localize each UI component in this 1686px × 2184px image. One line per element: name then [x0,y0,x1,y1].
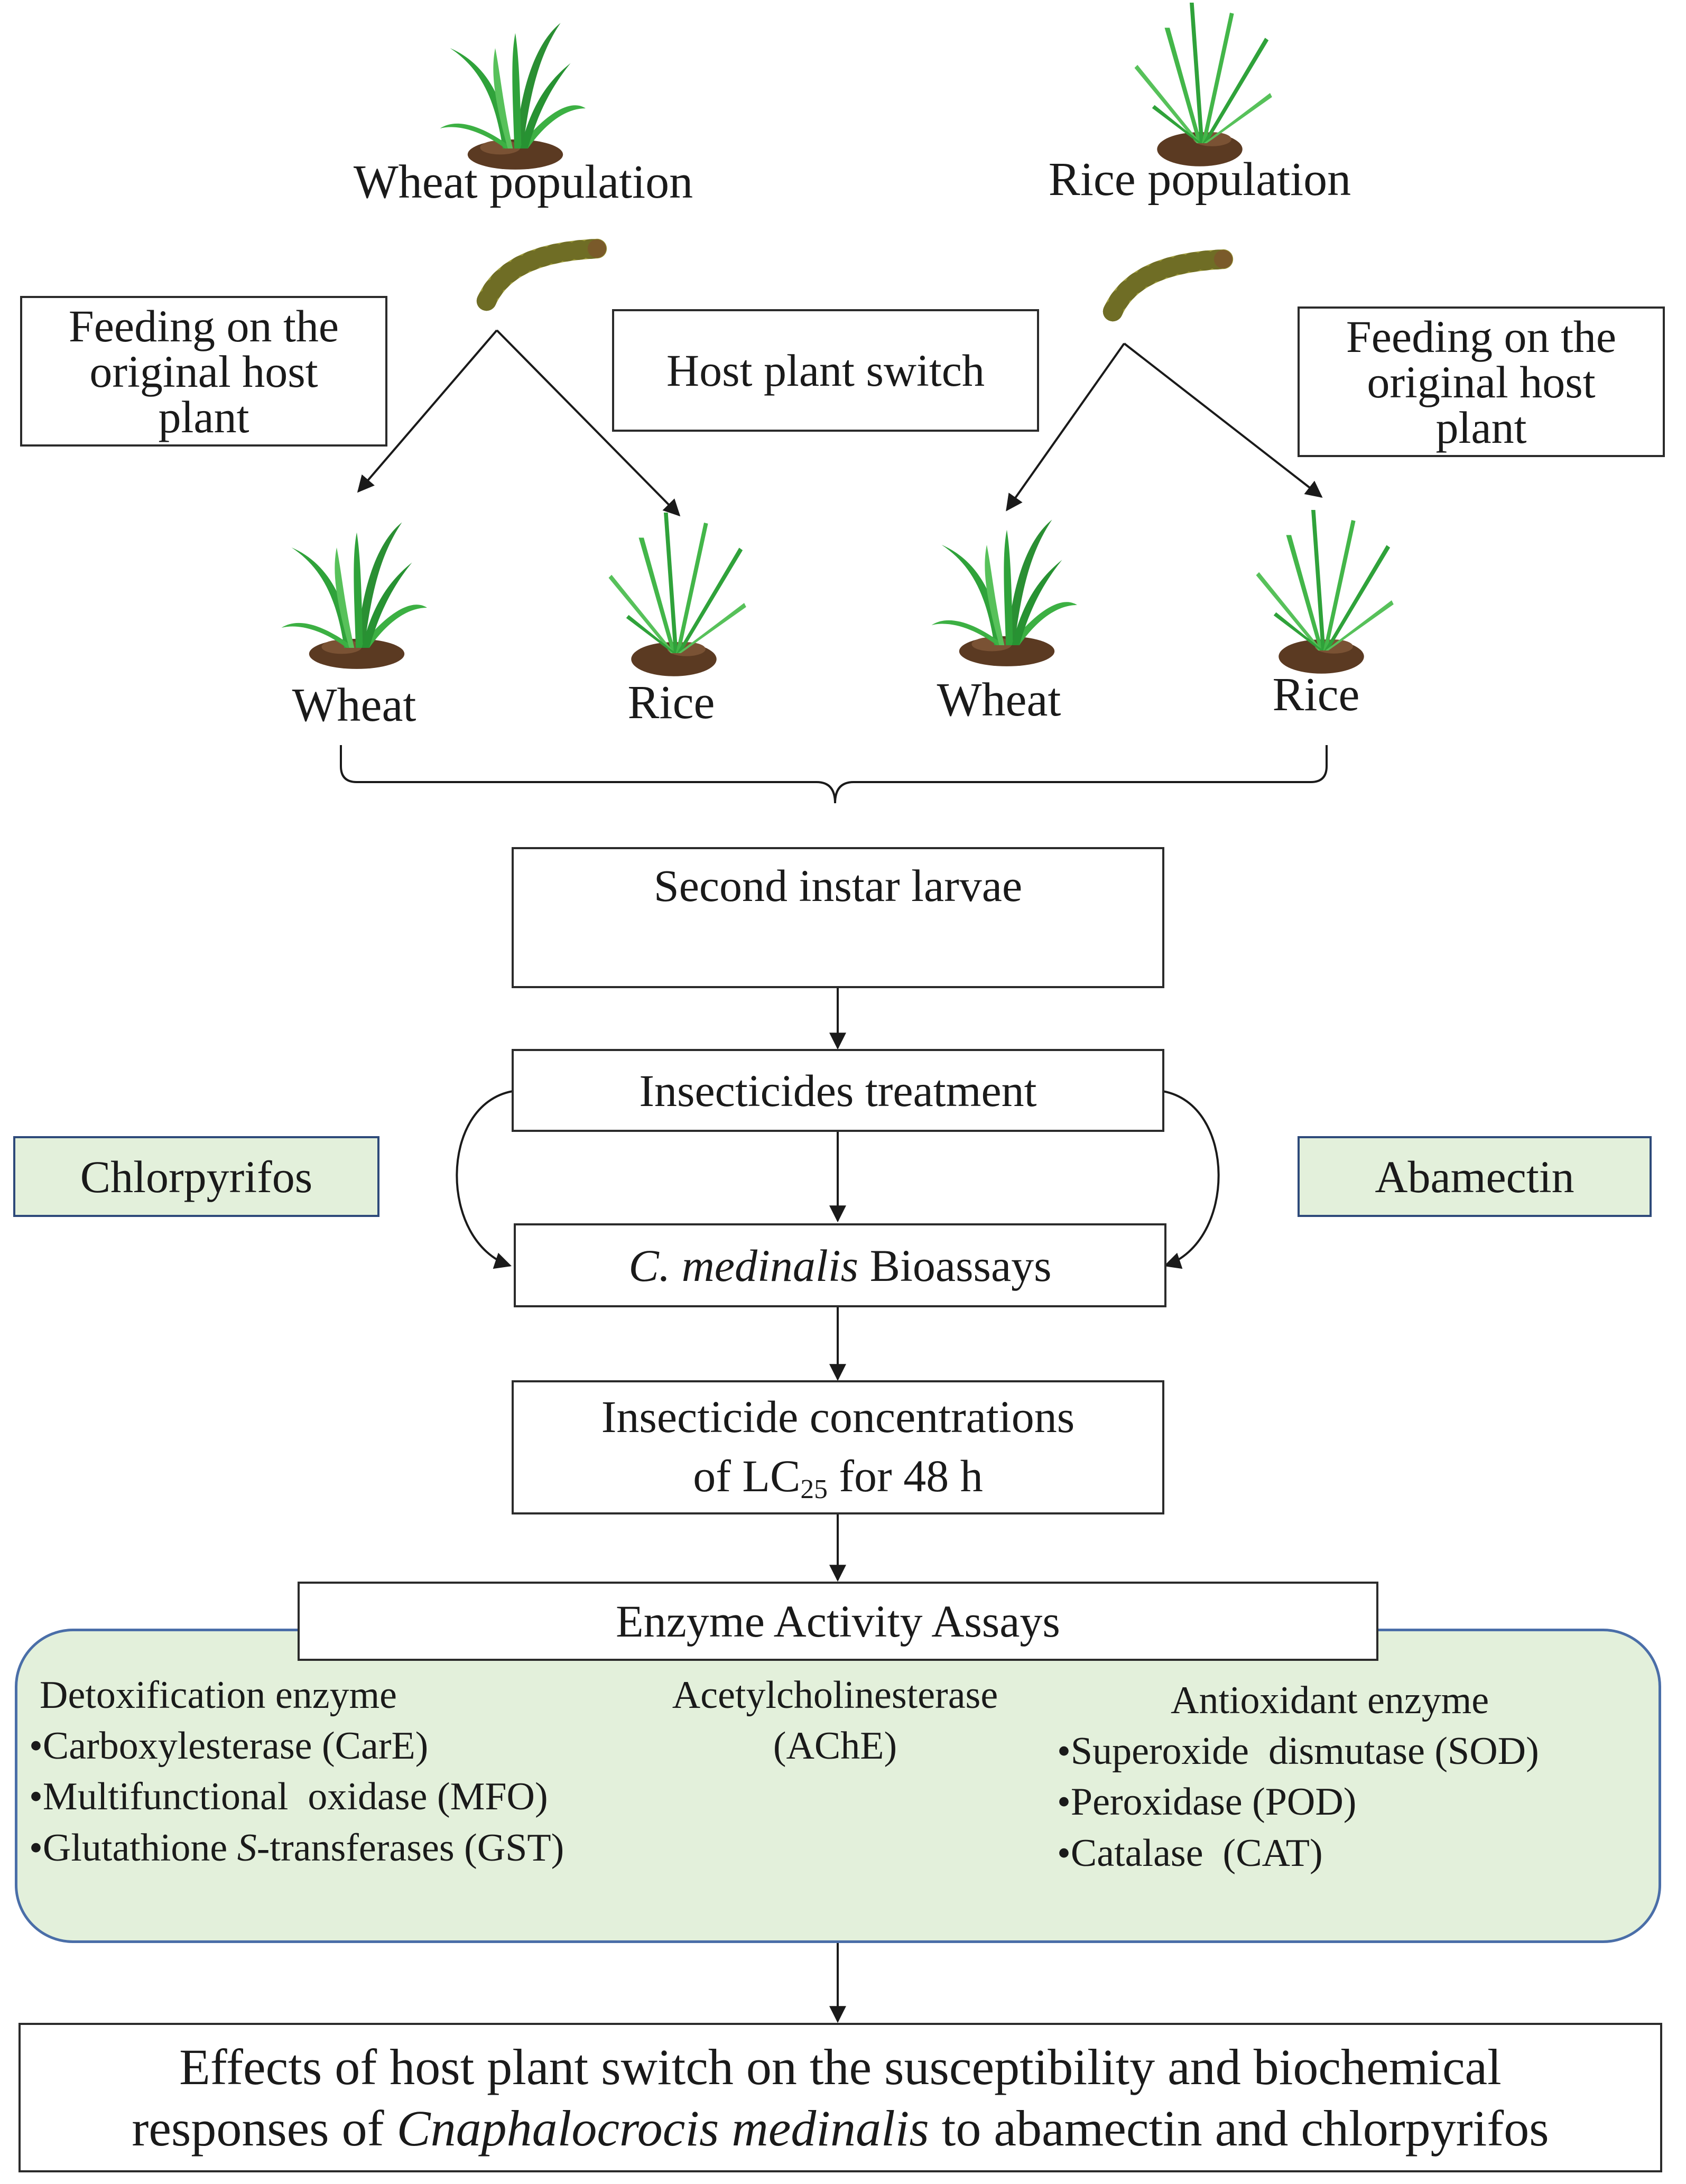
curved-arrow [1162,1090,1220,1269]
larva-icon [1113,250,1233,312]
curved-arrow [456,1090,513,1269]
concentration-line: of LC25 for 48 h [693,1447,983,1507]
enzyme-item: •Glutathione S-transferases (GST) [29,1823,564,1873]
plant-label-rice: Rice [627,676,715,729]
duration-text: for 48 h [827,1450,983,1501]
conclusion-box: Effects of host plant switch on the susc… [18,2023,1662,2172]
enzyme-item: •Multifunctional oxidase (MFO) [29,1775,548,1819]
arrow-line [496,329,681,517]
concentration-line: Insecticide concentrations [601,1391,1075,1443]
chlorpyrifos-box: Chlorpyrifos [13,1136,379,1217]
box-line: plant [1435,402,1527,453]
wheat-plant-icon [931,519,1077,666]
enzyme-item: •Superoxide dismutase (SOD) [1057,1730,1539,1773]
arrow-line [1006,342,1125,512]
enzyme-panel [15,1629,1661,1943]
box-line: original host [89,346,318,397]
box-line: plant [158,391,249,442]
wheat-population-plant-icon [440,23,586,170]
rice-population-label: Rice population [1048,153,1351,206]
feeding-original-host-left-box: Feeding on the original host plant [20,296,387,447]
arrow-line [1123,342,1323,498]
insecticide-concentration-box: Insecticide concentrations of LC25 for 4… [512,1380,1164,1514]
enzyme-item: •Catalase (CAT) [1057,1831,1323,1875]
abamectin-box: Abamectin [1298,1136,1652,1217]
larva-icon [487,239,607,301]
box-line: original host [1367,356,1596,407]
detox-enzyme-column: Detoxification enzyme •Carboxylesterase … [29,1670,564,1873]
ache-abbr: (AChE) [773,1724,897,1768]
plant-label-wheat: Wheat [937,674,1061,726]
insecticides-treatment-box: Insecticides treatment [512,1049,1164,1132]
box-title: Second instar larvae [653,860,1023,911]
detox-enzyme-title: Detoxification enzyme [40,1674,397,1717]
species-name: C. medinalis [628,1240,859,1291]
species-full-name: Cnaphalocrocis medinalis [396,2099,929,2157]
second-instar-larvae-box: Second instar larvae [512,847,1164,988]
lc-subscript: 25 [800,1474,828,1504]
bioassay-text: Bioassays [858,1240,1052,1291]
enzyme-item: •Peroxidase (POD) [1057,1780,1357,1824]
plant-label-rice: Rice [1272,668,1360,721]
box-line: Feeding on the [68,300,339,351]
bioassays-box: C. medinalis Bioassays [514,1223,1166,1307]
box-line: Feeding on the [1346,311,1617,362]
conclusion-line: responses of Cnaphalocrocis medinalis to… [132,2098,1549,2159]
plant-label-wheat: Wheat [292,679,416,731]
gst-suffix: -transferases (GST) [256,1826,564,1870]
wheat-plant-icon [281,522,427,669]
wheat-population-label: Wheat population [353,156,693,208]
antioxidant-enzyme-column: Antioxidant enzyme •Superoxide dismutase… [1057,1675,1539,1879]
gst-italic: S [237,1826,257,1870]
antioxidant-enzyme-title: Antioxidant enzyme [1171,1679,1489,1722]
host-plant-switch-box: Host plant switch [612,309,1039,432]
ache-title: Acetylcholinesterase [672,1674,998,1717]
rice-population-plant-icon [1134,2,1272,166]
lc-prefix: of LC [693,1450,801,1501]
arrow-line [357,329,498,493]
rice-plant-icon [1256,510,1394,674]
feeding-original-host-right-box: Feeding on the original host plant [1298,306,1665,457]
conclusion-suffix: to abamectin and chlorpyrifos [929,2099,1549,2157]
enzyme-item: •Carboxylesterase (CarE) [29,1724,429,1768]
enzyme-activity-assays-box: Enzyme Activity Assays [298,1582,1378,1661]
conclusion-prefix: responses of [132,2099,397,2157]
conclusion-line: Effects of host plant switch on the susc… [179,2039,1502,2096]
merge-brace [340,745,1328,804]
gst-prefix: •Glutathione [29,1826,237,1870]
rice-plant-icon [608,513,746,676]
ache-column: Acetylcholinesterase (AChE) [634,1670,1036,1771]
